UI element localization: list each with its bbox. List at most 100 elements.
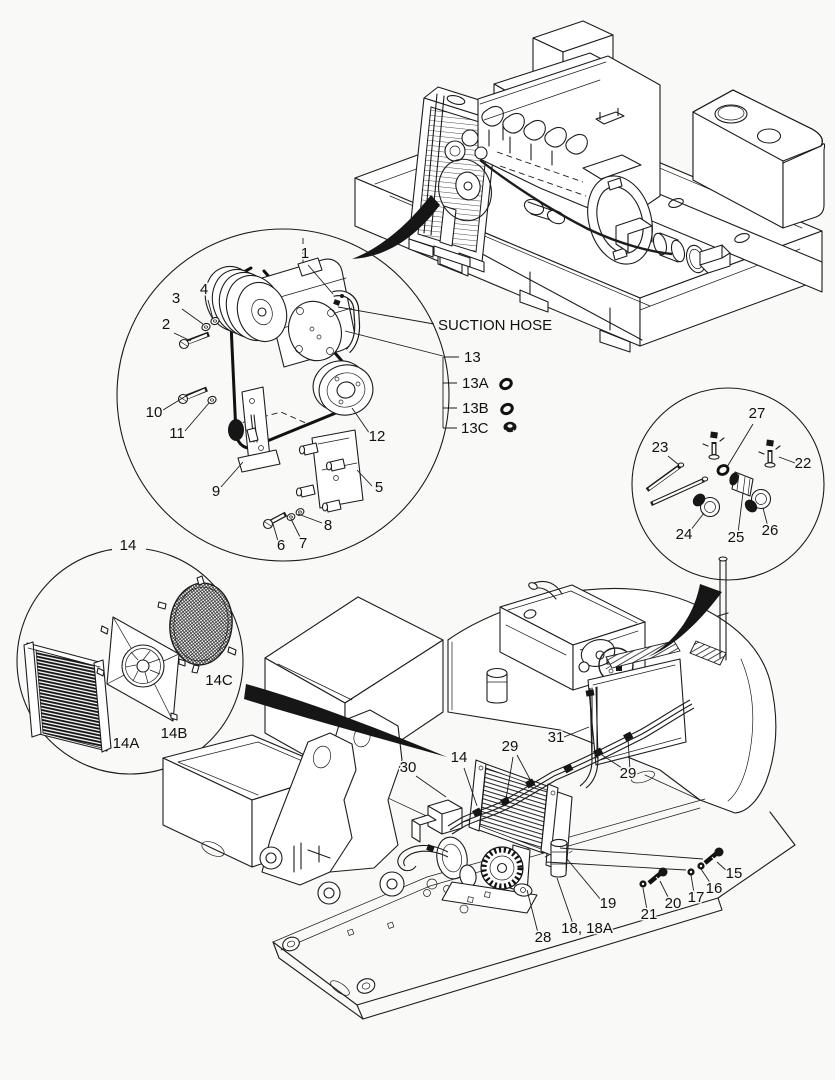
washer-11 [207, 395, 217, 405]
part-15-leader [716, 861, 729, 873]
machine-engine [486, 580, 646, 704]
part-2-leader [173, 332, 192, 342]
part-10-label: 10 [146, 404, 163, 421]
bolt-15 [703, 847, 724, 865]
charge-valve-22 [758, 439, 781, 468]
part-30-label: 30 [400, 759, 417, 776]
compressor-detail-circle [116, 228, 517, 562]
part-22-label: 22 [795, 455, 812, 472]
bolt-10 [177, 386, 208, 405]
part-14B-label: 14B [161, 725, 188, 742]
part-20-leader [659, 880, 670, 900]
o-ring-13A-icon [499, 377, 513, 391]
receiver-drier [544, 838, 573, 878]
part-13A-label: 13A [462, 375, 489, 392]
detail-arrow-condenser [244, 684, 447, 757]
part-11-label: 11 [169, 425, 185, 442]
fan-shroud-14B [96, 616, 186, 722]
part-5-leader [356, 469, 373, 487]
part-3-label: 3 [172, 290, 180, 307]
part-17-leader [690, 874, 695, 894]
part-11-leader [184, 402, 210, 432]
part-14A-label: 14A [113, 735, 140, 752]
detail-arrow-fittings [648, 584, 722, 657]
part-4-leader [207, 299, 214, 320]
part-29a-leader [516, 754, 532, 782]
part-24-label: 24 [676, 526, 693, 543]
part-24-leader [689, 512, 705, 532]
washer-17 [687, 868, 695, 876]
o-ring-13B-icon [500, 402, 514, 416]
suction-hose-leader [337, 306, 435, 325]
part-4-label: 4 [200, 281, 208, 298]
o-ring-27 [716, 464, 730, 476]
bolt-6 [262, 511, 288, 530]
detail-arrow-compressor [352, 195, 440, 259]
muffler [486, 667, 508, 704]
part-16-label: 16 [706, 880, 723, 897]
label-gap [112, 536, 146, 556]
part-22-leader [778, 456, 796, 464]
part-13-label: 13 [464, 349, 481, 366]
part-2-label: 2 [162, 316, 170, 333]
tension-bracket [228, 386, 281, 473]
part-8-leader [297, 513, 323, 524]
suction-hose-route [479, 159, 673, 256]
part-26-leader [762, 507, 769, 528]
machine-overview [162, 556, 796, 1020]
mount-bracket [295, 429, 364, 513]
part-29b-leader [598, 752, 626, 771]
part-14-circle-label: 14 [120, 537, 137, 554]
part-13B-label: 13B [462, 400, 489, 417]
part-31-leader [563, 726, 590, 738]
part-6-label: 6 [277, 537, 285, 554]
part-23-label: 23 [652, 439, 669, 456]
washer-16 [697, 862, 705, 870]
washer-4 [210, 316, 220, 326]
detail-circle-outline [631, 387, 825, 581]
part-12-leader [351, 407, 371, 435]
part-1-leader [307, 264, 334, 295]
part-3-leader [181, 308, 204, 325]
detail-circle-outline [116, 228, 450, 562]
mount-hardware [545, 847, 724, 888]
cap-24 [692, 493, 721, 518]
washer-8 [295, 508, 305, 516]
part-29a-leader [505, 756, 514, 800]
part-29b-label: 29 [620, 765, 637, 782]
hose-kit-legend [442, 356, 517, 433]
part-21-leader [642, 887, 648, 911]
compressor [204, 257, 361, 368]
part-28-label: 28 [535, 929, 552, 946]
charge-valve-left [702, 431, 725, 460]
machine-condenser-assembly [397, 759, 573, 914]
part-9-label: 9 [212, 483, 220, 500]
machine-radiator [587, 556, 729, 766]
exhaust-manifold [481, 105, 588, 166]
hose-clamps [472, 731, 634, 818]
part-5-label: 5 [375, 479, 383, 496]
suction-hose-label: SUCTION HOSE [438, 317, 552, 334]
part-1-label: 1 [301, 245, 309, 262]
part-20-label: 20 [665, 895, 682, 912]
cap-13C-icon [503, 421, 517, 433]
condenser-14A [23, 641, 112, 753]
part-14-machine-label: 14 [451, 749, 468, 766]
part-7-leader [290, 518, 302, 540]
part-31-label: 31 [548, 729, 565, 746]
part-29b-leader [627, 738, 631, 771]
part-18-label: 18, 18A [561, 920, 613, 937]
engine-assembly-overview [352, 20, 826, 353]
part-18-leader [556, 877, 574, 925]
deck-bosses [282, 936, 376, 994]
clutch-pulley [204, 265, 288, 343]
fan-blades [125, 650, 161, 684]
hose-bundle [447, 686, 695, 835]
washer-7 [286, 513, 296, 521]
part-17-label: 17 [688, 889, 705, 906]
part-29a-label: 29 [502, 738, 519, 755]
hydraulic-tank [692, 89, 826, 229]
